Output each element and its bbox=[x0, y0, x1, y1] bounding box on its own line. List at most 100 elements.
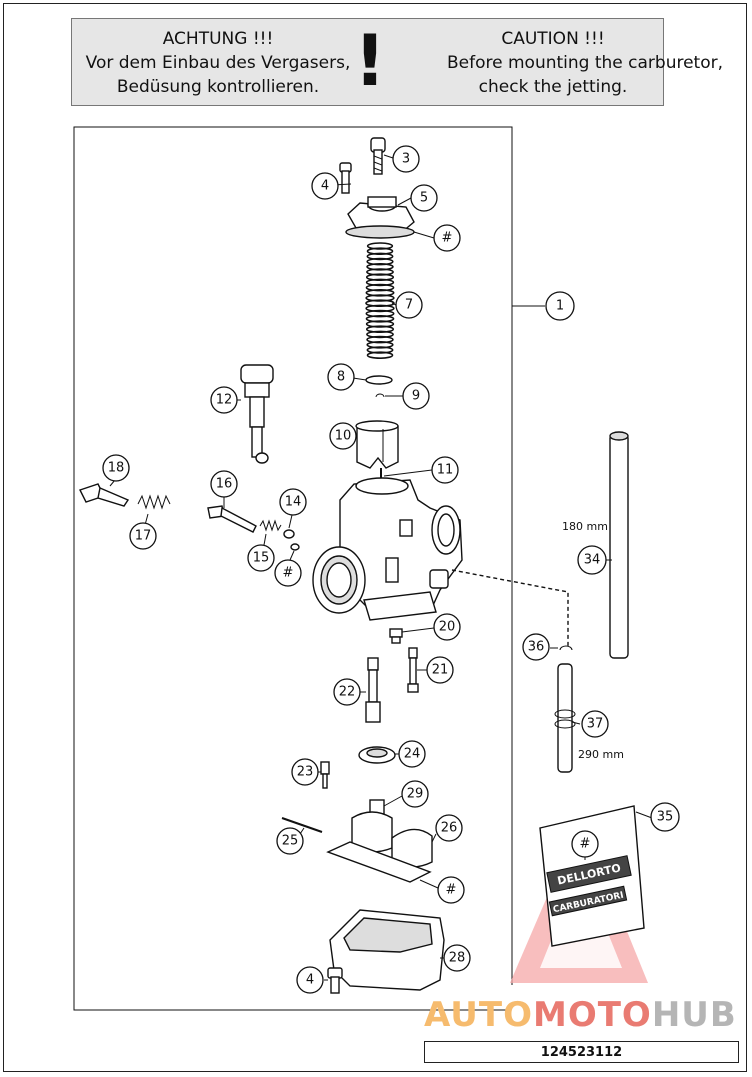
svg-text:4: 4 bbox=[306, 973, 314, 988]
exclamation-icon: ! bbox=[354, 20, 386, 102]
svg-text:#: # bbox=[442, 231, 453, 246]
callout-20: 20 bbox=[433, 613, 461, 641]
callout-18: 18 bbox=[102, 454, 130, 482]
callout-15: 15 bbox=[247, 544, 275, 572]
callout-24: 24 bbox=[398, 740, 426, 768]
caution-box: ACHTUNG !!! Vor dem Einbau des Vergasers… bbox=[71, 18, 724, 106]
svg-text:14: 14 bbox=[285, 495, 302, 510]
svg-text:26: 26 bbox=[441, 821, 458, 836]
svg-text:#: # bbox=[283, 566, 294, 581]
part-15-spring bbox=[259, 519, 282, 532]
part-number-box: 124523112 bbox=[424, 1041, 739, 1063]
svg-text:9: 9 bbox=[412, 389, 420, 404]
caution-german: ACHTUNG !!! Vor dem Einbau des Vergasers… bbox=[78, 27, 358, 99]
svg-text:8: 8 bbox=[337, 370, 345, 385]
hash-washer bbox=[290, 543, 300, 551]
part-25-pin bbox=[281, 817, 323, 833]
callout-26: 26 bbox=[435, 814, 463, 842]
svg-text:18: 18 bbox=[108, 461, 125, 476]
part-16-mixture-screw bbox=[207, 505, 257, 533]
callout-10: 10 bbox=[329, 422, 357, 450]
part-10-slide bbox=[355, 420, 399, 469]
svg-text:20: 20 bbox=[439, 620, 456, 635]
spring-coil bbox=[365, 309, 395, 318]
callout-7: 7 bbox=[395, 291, 423, 319]
callout-21: 21 bbox=[426, 656, 454, 684]
hose-37-length: 290 mm bbox=[578, 748, 624, 761]
callout-29: 29 bbox=[401, 780, 429, 808]
part-35-jet-kit-packet: DELLORTO CARBURATORI bbox=[539, 805, 645, 947]
part-5-cap bbox=[345, 196, 415, 239]
callout-4-top: 4 bbox=[311, 172, 339, 200]
callout-37: 37 bbox=[581, 710, 609, 738]
svg-text:34: 34 bbox=[584, 553, 601, 568]
svg-text:3: 3 bbox=[402, 152, 410, 167]
part-17-spring bbox=[137, 494, 171, 510]
watermark-part2: MOTO bbox=[532, 995, 652, 1035]
caution-english: CAUTION !!! Before mounting the carburet… bbox=[447, 27, 724, 99]
svg-text:29: 29 bbox=[407, 787, 424, 802]
part-18-idle-screw bbox=[79, 483, 130, 507]
svg-text:36: 36 bbox=[528, 640, 545, 655]
spring-coil bbox=[366, 257, 394, 266]
caution-english-line2: check the jetting. bbox=[478, 77, 628, 97]
svg-text:7: 7 bbox=[405, 298, 413, 313]
part-34-hose bbox=[609, 431, 629, 659]
callout-3: 3 bbox=[392, 145, 420, 173]
callout-28: 28 bbox=[443, 944, 471, 972]
callout-14: 14 bbox=[279, 488, 307, 516]
caution-english-line1: Before mounting the carburetor, bbox=[447, 53, 724, 73]
part-28-float-bowl bbox=[329, 909, 445, 991]
callout-hash-cap: # bbox=[433, 224, 461, 252]
spring-coil bbox=[365, 299, 395, 308]
part-4-screw-top bbox=[339, 162, 352, 194]
spring-coil bbox=[365, 283, 395, 292]
svg-text:23: 23 bbox=[297, 765, 314, 780]
part-36-clip bbox=[559, 645, 573, 651]
callout-5: 5 bbox=[410, 184, 438, 212]
callout-22: 22 bbox=[333, 678, 361, 706]
callout-8: 8 bbox=[327, 363, 355, 391]
callout-36: 36 bbox=[522, 633, 550, 661]
svg-text:1: 1 bbox=[556, 299, 564, 314]
svg-text:21: 21 bbox=[432, 663, 449, 678]
callout-hash-washer: # bbox=[274, 559, 302, 587]
spring-coil bbox=[366, 351, 394, 360]
callout-hash-gasket: # bbox=[437, 876, 465, 904]
autohub-watermark: AUTOMOTOHUB bbox=[424, 995, 737, 1035]
svg-text:12: 12 bbox=[216, 393, 233, 408]
callout-35: 35 bbox=[650, 802, 680, 832]
svg-text:35: 35 bbox=[657, 810, 674, 825]
callout-12: 12 bbox=[210, 386, 238, 414]
svg-text:25: 25 bbox=[282, 834, 299, 849]
svg-text:#: # bbox=[580, 837, 591, 852]
caution-german-title: ACHTUNG !!! bbox=[162, 29, 274, 49]
callout-11: 11 bbox=[431, 456, 459, 484]
svg-text:28: 28 bbox=[449, 951, 466, 966]
callout-16: 16 bbox=[210, 470, 238, 498]
part-24-ring bbox=[358, 746, 396, 764]
svg-text:#: # bbox=[446, 883, 457, 898]
part-3-screw bbox=[370, 137, 386, 175]
caution-german-line2: Bedüsung kontrollieren. bbox=[116, 77, 320, 97]
callout-hash-packet: # bbox=[571, 830, 599, 858]
part-22-needle-jet bbox=[365, 657, 381, 723]
svg-text:17: 17 bbox=[135, 529, 152, 544]
svg-text:22: 22 bbox=[339, 685, 356, 700]
svg-text:16: 16 bbox=[216, 477, 233, 492]
vent-line-dashed bbox=[451, 569, 569, 646]
caution-english-title: CAUTION !!! bbox=[501, 29, 605, 49]
part-8-washer bbox=[365, 375, 393, 385]
watermark-part1: AUTO bbox=[424, 995, 533, 1035]
hose-34-length: 180 mm bbox=[562, 520, 608, 533]
part-9-clip bbox=[375, 393, 385, 398]
svg-text:37: 37 bbox=[587, 717, 604, 732]
callout-25: 25 bbox=[276, 827, 304, 855]
caution-german-line1: Vor dem Einbau des Vergasers, bbox=[85, 53, 351, 73]
part-21-jet bbox=[407, 647, 419, 693]
svg-text:4: 4 bbox=[321, 179, 329, 194]
spring-coil bbox=[365, 273, 395, 282]
assembly-bracket bbox=[73, 126, 513, 1011]
svg-text:10: 10 bbox=[335, 429, 352, 444]
